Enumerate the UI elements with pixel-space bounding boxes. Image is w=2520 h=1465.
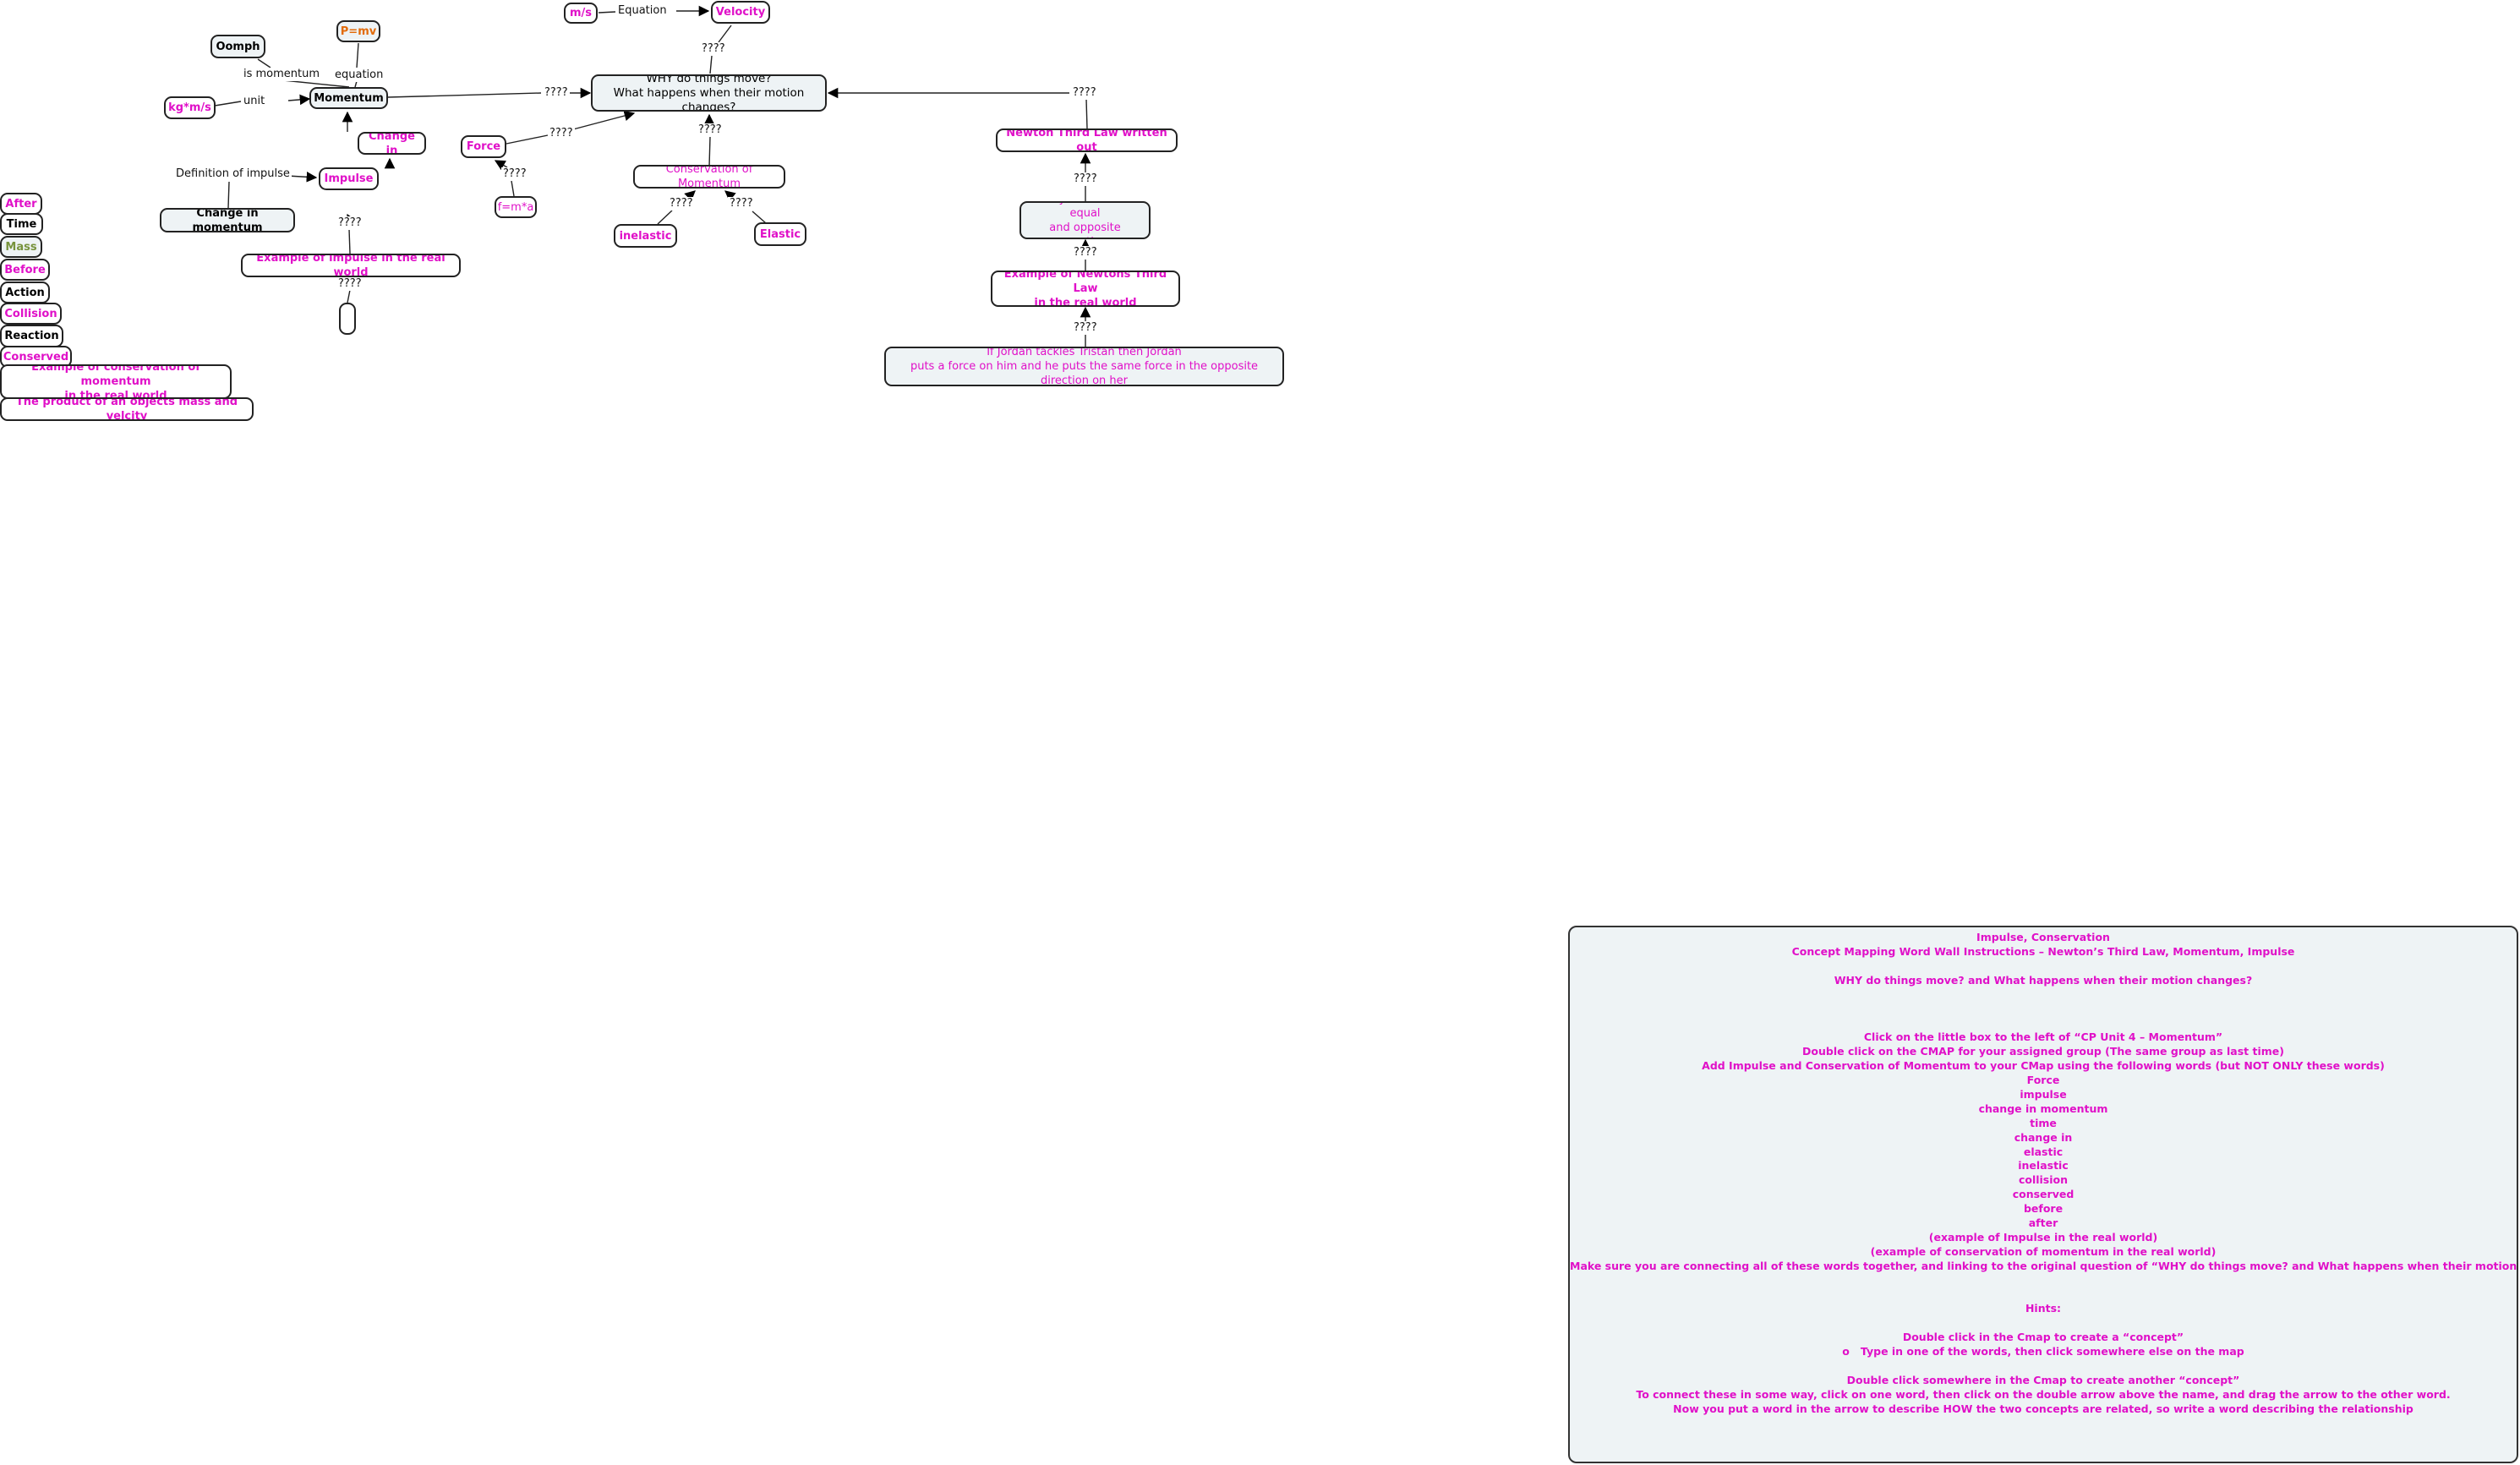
concept-change-in-momentum[interactable]: Change in momentum: [160, 208, 295, 232]
link-label-conservation[interactable]: ????: [697, 123, 724, 137]
link-label-inelastic[interactable]: ????: [668, 197, 695, 210]
instructions-line: To connect these in some way, click on o…: [1636, 1387, 2451, 1401]
instructions-line: [1570, 1003, 2517, 1017]
instructions-line: o Type in one of the words, then click s…: [1842, 1345, 2244, 1358]
link-label-elastic[interactable]: ????: [728, 197, 755, 210]
word-bank-before[interactable]: Before: [0, 259, 50, 281]
instructions-line: time: [2030, 1116, 2057, 1129]
instructions-line: Hints:: [2025, 1302, 2062, 1315]
instructions-line: after: [2028, 1216, 2058, 1230]
concept-empty[interactable]: [339, 303, 356, 335]
instructions-line: impulse: [2020, 1087, 2067, 1101]
concept-conservation-of-momentum[interactable]: Conservation of Momentum: [633, 165, 785, 189]
word-bank-reaction[interactable]: Reaction: [0, 325, 63, 347]
concept-m-per-s[interactable]: m/s: [564, 3, 598, 24]
concept-p-equals-mv[interactable]: P=mv: [336, 20, 380, 42]
concept-equal-and-opposite[interactable]: Every action has a equal and opposite re…: [1019, 201, 1151, 239]
concept-jordan-tristan-example[interactable]: If Jordan tackles Tristan then Jordan pu…: [884, 347, 1284, 386]
link-label-unit[interactable]: unit: [242, 95, 267, 108]
link-label-fma[interactable]: ????: [501, 167, 528, 181]
concept-velocity[interactable]: Velocity: [711, 1, 770, 24]
instructions-line: [1570, 1016, 2517, 1030]
instructions-line: [1570, 1274, 2517, 1288]
instructions-line: Force: [2026, 1074, 2060, 1086]
concept-f-equals-ma[interactable]: f=m*a: [495, 196, 537, 218]
link-label-impulse[interactable]: ????: [336, 216, 364, 230]
word-bank-collision[interactable]: Collision: [0, 303, 62, 325]
link-label-equation[interactable]: equation: [333, 68, 385, 82]
instructions-line: Double click somewhere in the Cmap to cr…: [1846, 1373, 2240, 1386]
link-label-force[interactable]: ????: [548, 127, 575, 140]
link-label-example-impulse[interactable]: ????: [336, 277, 364, 291]
word-bank-mass[interactable]: Mass: [0, 236, 42, 258]
concept-example-impulse-real-world[interactable]: Example of impulse in the real world: [241, 254, 461, 277]
instructions-line: collision: [2018, 1173, 2069, 1187]
instructions-line: [1570, 1288, 2517, 1303]
link-label-example-newton[interactable]: ????: [1072, 246, 1099, 260]
instructions-line: elastic: [2023, 1145, 2064, 1158]
instructions-line: Make sure you are connecting all of thes…: [1570, 1259, 2520, 1272]
concept-change-in[interactable]: Change in: [358, 132, 426, 155]
instructions-line: [1570, 959, 2517, 974]
concept-newton-third-law[interactable]: Newton Third Law written out: [996, 128, 1178, 152]
concept-elastic[interactable]: Elastic: [754, 222, 806, 246]
instructions-line: (example of conservation of momentum in …: [1870, 1244, 2217, 1258]
instructions-line: Double click on the CMAP for your assign…: [1802, 1045, 2284, 1058]
link-label-jordan[interactable]: ????: [1072, 321, 1099, 335]
concept-example-newtons-third-law[interactable]: Example of Newtons Third Law in the real…: [991, 271, 1180, 307]
instructions-line: Concept Mapping Word Wall Instructions –…: [1791, 944, 2295, 958]
instructions-line: [1570, 1359, 2517, 1374]
concept-oomph[interactable]: Oomph: [210, 35, 265, 58]
instructions-line: change in: [2014, 1130, 2073, 1144]
instructions-line: before: [2023, 1202, 2064, 1216]
link-label-equal-opposite[interactable]: ????: [1072, 172, 1099, 186]
instructions-line: change in momentum: [1978, 1101, 2108, 1115]
instructions-line: [1570, 988, 2517, 1003]
link-label-is-momentum[interactable]: is momentum: [242, 68, 322, 81]
instructions-line: Double click in the Cmap to create a “co…: [1902, 1331, 2184, 1344]
link-label-velocity[interactable]: ????: [700, 42, 727, 56]
instructions-line: Impulse, Conservation: [1976, 931, 2110, 943]
instructions-line: [1570, 1316, 2517, 1331]
concept-momentum[interactable]: Momentum: [309, 87, 388, 109]
word-bank-action[interactable]: Action: [0, 282, 50, 303]
concept-impulse[interactable]: Impulse: [319, 167, 379, 190]
word-bank-example-conservation[interactable]: Example of conservation of momentum in t…: [0, 364, 232, 399]
word-bank-time[interactable]: Time: [0, 213, 43, 235]
instructions-line: inelastic: [2018, 1159, 2069, 1173]
link-label-definition-of-impulse[interactable]: Definition of impulse: [174, 167, 292, 181]
concept-main-question[interactable]: WHY do things move? What happens when th…: [591, 74, 827, 112]
instructions-line: Click on the little box to the left of “…: [1863, 1030, 2223, 1044]
instructions-line: conserved: [2012, 1188, 2074, 1201]
link-label-momentum[interactable]: ????: [543, 86, 570, 100]
link-label-newton[interactable]: ????: [1071, 86, 1098, 100]
concept-inelastic[interactable]: inelastic: [614, 224, 677, 248]
link-label-equation-ms[interactable]: Equation: [616, 4, 669, 18]
instructions-line: Add Impulse and Conservation of Momentum…: [1702, 1059, 2385, 1073]
concept-force[interactable]: Force: [461, 135, 506, 158]
word-bank-after[interactable]: After: [0, 193, 42, 215]
word-bank-product-mass-velocity[interactable]: The product of an objects mass and velci…: [0, 397, 254, 421]
instructions-line: Now you put a word in the arrow to descr…: [1673, 1402, 2413, 1415]
concept-kg-m-per-s[interactable]: kg*m/s: [164, 96, 216, 119]
instructions-line: (example of Impulse in the real world): [1928, 1230, 2158, 1244]
instructions-line: WHY do things move? and What happens whe…: [1834, 973, 2253, 987]
